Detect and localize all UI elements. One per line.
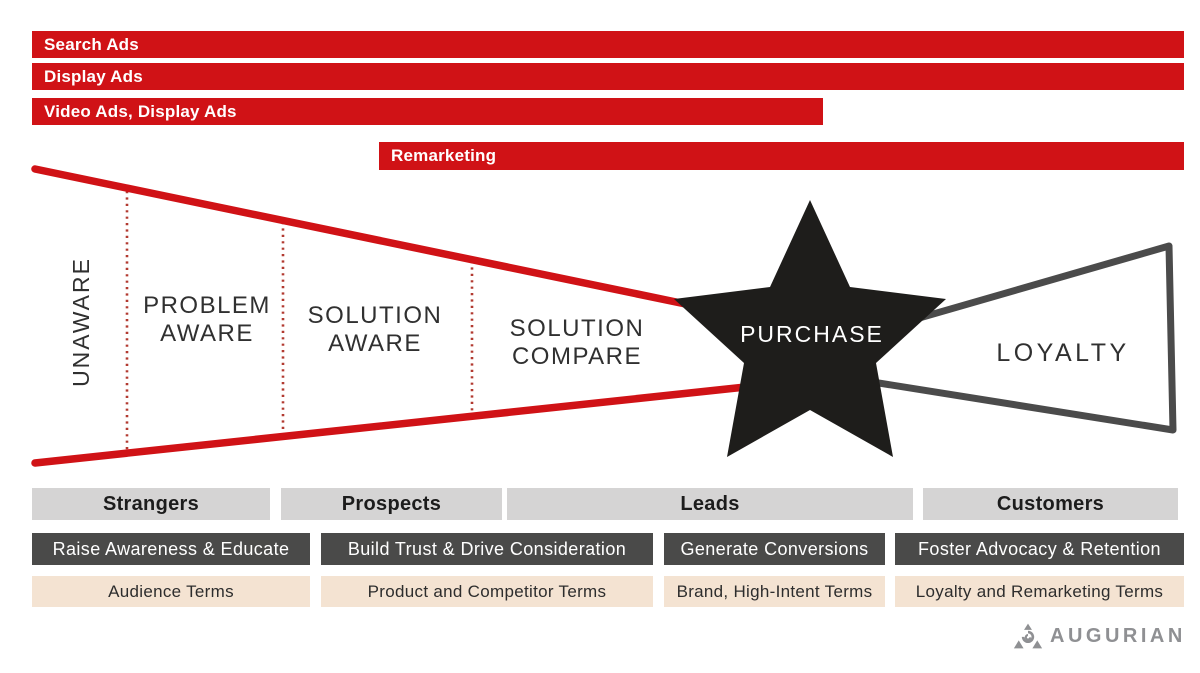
terms-product-competitor: Product and Competitor Terms xyxy=(321,576,653,607)
goal-raise-awareness: Raise Awareness & Educate xyxy=(32,533,310,565)
terms-brand-high-intent: Brand, High-Intent Terms xyxy=(664,576,885,607)
goal-generate-conversions: Generate Conversions xyxy=(664,533,885,565)
channel-bar-remarketing: Remarketing xyxy=(379,142,1184,170)
stage-label-problem-aware: PROBLEM AWARE xyxy=(143,292,271,347)
augurian-triangle-spiral-icon xyxy=(1013,623,1043,649)
stage-label-loyalty: LOYALTY xyxy=(996,339,1130,367)
audience-segment-customers: Customers xyxy=(923,488,1178,520)
augurian-logo-text: AUGURIAN xyxy=(1050,624,1186,647)
stage-label-solution-compare: SOLUTION COMPARE xyxy=(509,315,645,370)
stage-label-solution-aware: SOLUTION AWARE xyxy=(307,302,443,357)
channel-bar-search-ads: Search Ads xyxy=(32,31,1184,58)
goal-build-trust: Build Trust & Drive Consideration xyxy=(321,533,653,565)
channel-bar-video-display-ads: Video Ads, Display Ads xyxy=(32,98,823,125)
augurian-logo: AUGURIAN xyxy=(1013,620,1186,652)
stage-label-purchase: PURCHASE xyxy=(740,321,884,347)
loyalty-wedge xyxy=(756,242,1177,434)
funnel-bottom-edge xyxy=(31,382,759,467)
purchase-star xyxy=(674,200,946,457)
terms-loyalty-remarketing: Loyalty and Remarketing Terms xyxy=(895,576,1184,607)
audience-segment-leads: Leads xyxy=(507,488,913,520)
audience-segment-prospects: Prospects xyxy=(281,488,502,520)
goal-foster-advocacy: Foster Advocacy & Retention xyxy=(895,533,1184,565)
stage-label-unaware: UNAWARE xyxy=(68,257,94,387)
funnel-top-edge xyxy=(31,165,704,311)
audience-segment-strangers: Strangers xyxy=(32,488,270,520)
terms-audience: Audience Terms xyxy=(32,576,310,607)
channel-bar-display-ads: Display Ads xyxy=(32,63,1184,90)
